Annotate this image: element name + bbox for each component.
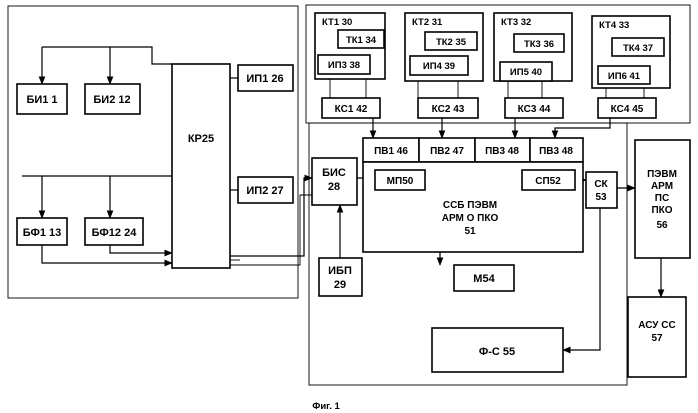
left-zone-frame bbox=[8, 6, 298, 298]
ibp-label-line2: 29 bbox=[334, 279, 346, 291]
ip1-label: ИП1 26 bbox=[246, 73, 283, 85]
ip6-label: ИП6 41 bbox=[608, 71, 641, 82]
sp-label: СП52 bbox=[535, 176, 561, 187]
pevm-label-line2: АРМ bbox=[651, 181, 673, 192]
pv1-label: ПВ1 46 bbox=[374, 146, 408, 157]
bis-label-line1: БИС bbox=[322, 167, 346, 179]
figure-caption: Фиг. 1 bbox=[312, 401, 340, 412]
ks4-label: КС4 45 bbox=[611, 104, 644, 115]
ip4-label: ИП4 39 bbox=[423, 61, 455, 72]
sk-label-line2: 53 bbox=[595, 192, 607, 203]
kt3-label: КТ3 32 bbox=[501, 17, 531, 28]
pv3a-label: ПВ3 48 bbox=[485, 146, 519, 157]
kt1-label: КТ1 30 bbox=[322, 17, 352, 28]
bi2-label: БИ2 12 bbox=[93, 94, 130, 106]
pevm-label-line5: 56 bbox=[656, 220, 668, 231]
bf1-label: БФ1 13 bbox=[23, 227, 62, 239]
ssb-label-line3: 51 bbox=[464, 226, 476, 237]
tk4-label: ТК4 37 bbox=[623, 43, 653, 54]
kt4-label: КТ4 33 bbox=[599, 20, 629, 31]
pevm-label-line4: ПКО bbox=[651, 205, 672, 216]
m54-label: М54 bbox=[473, 273, 495, 285]
ip2-label: ИП2 27 bbox=[246, 185, 283, 197]
tk3-label: ТК3 36 bbox=[524, 39, 554, 50]
fs-label: Ф-С 55 bbox=[479, 346, 515, 358]
ssb-label-line1: ССБ ПЭВМ bbox=[443, 200, 497, 211]
pevm-label-line3: ПС bbox=[655, 193, 669, 204]
kr-block bbox=[172, 64, 230, 268]
asu-label-line2: 57 bbox=[651, 333, 663, 344]
ks3-label: КС3 44 bbox=[518, 104, 551, 115]
pevm-label-line1: ПЭВМ bbox=[647, 169, 677, 180]
ssb-label-line2: АРМ О ПКО bbox=[442, 213, 499, 224]
bi1-label: БИ1 1 bbox=[26, 94, 57, 106]
kr-label: КР25 bbox=[188, 133, 214, 145]
kt2-label: КТ2 31 bbox=[412, 17, 443, 28]
ip3-label: ИП3 38 bbox=[328, 60, 360, 71]
sk-label-line1: СК bbox=[594, 179, 608, 190]
tk1-label: ТК1 34 bbox=[346, 35, 377, 46]
pv3b-label: ПВ3 48 bbox=[539, 146, 573, 157]
ks1-label: КС1 42 bbox=[335, 104, 368, 115]
tk2-label: ТК2 35 bbox=[436, 37, 467, 48]
asu-label-line1: АСУ СС bbox=[638, 320, 676, 331]
mp-label: МП50 bbox=[387, 176, 414, 187]
bf12-label: БФ12 24 bbox=[92, 227, 138, 239]
pv2-label: ПВ2 47 bbox=[430, 146, 464, 157]
bis-label-line2: 28 bbox=[328, 181, 340, 193]
ibp-label-line1: ИБП bbox=[328, 265, 352, 277]
ip5-label: ИП5 40 bbox=[510, 67, 542, 78]
ks2-label: КС2 43 bbox=[432, 104, 465, 115]
